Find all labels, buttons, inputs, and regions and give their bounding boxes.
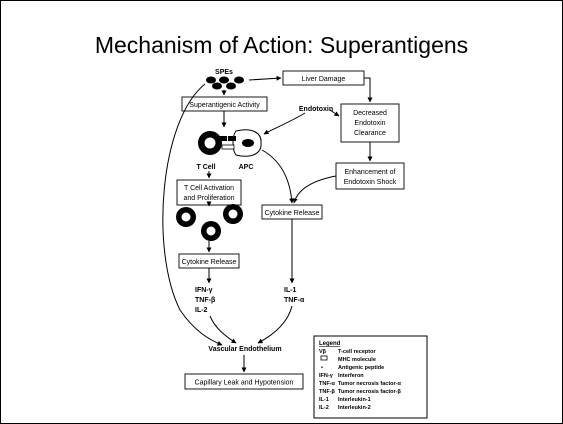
cytokine-release-left-label: Cytokine Release <box>182 259 237 266</box>
t-cell-label: T Cell <box>196 164 215 171</box>
legend-text-6: Tumor necrosis factor-β <box>338 389 401 395</box>
tnf-alpha-label: TNF-α <box>284 297 305 304</box>
legend-text-8: Interleukin-2 <box>338 405 371 411</box>
endotoxin-label: Endotoxin <box>299 106 333 113</box>
connector-arrows <box>162 75 373 373</box>
legend-text-4: Interferon <box>338 373 364 379</box>
proliferating-t-cells-icon <box>176 204 243 241</box>
t-cell-icon <box>198 131 222 155</box>
legend-box <box>313 335 428 419</box>
il-2-label: IL-2 <box>195 307 208 314</box>
decreased-clearance-box <box>340 103 400 143</box>
legend-symbol-5: TNF-α <box>319 381 336 387</box>
slide-title: Mechanism of Action: Superantigens <box>94 32 469 58</box>
superantigen-bridge-icon <box>220 136 236 150</box>
legend-symbol-3: • <box>321 365 323 371</box>
spes-molecules-icon <box>206 76 244 90</box>
legend-symbol-6: TNF-β <box>319 389 336 395</box>
capillary-leak-label: Capillary Leak and Hypotension <box>195 380 294 387</box>
il-1-label: IL-1 <box>284 287 297 294</box>
enhancement-line-2: Endotoxin Shock <box>344 179 397 186</box>
legend-symbol-8: IL-2 <box>319 405 329 411</box>
legend-text-7: Interleukin-1 <box>338 397 371 403</box>
legend-text-3: Antigenic peptide <box>338 365 384 371</box>
cytokine-release-right-label: Cytokine Release <box>265 210 320 217</box>
spes-label: SPEs <box>215 69 233 76</box>
t-cell-activation-line-2: and Proliferation <box>184 195 235 202</box>
enhancement-box <box>335 162 405 190</box>
legend-text-5: Tumor necrosis factor-α <box>338 381 401 387</box>
mhc-molecule-icon <box>320 355 328 361</box>
decreased-clearance-line-1: Decreased <box>353 110 387 117</box>
decreased-clearance-line-2: Endotoxin <box>354 120 385 127</box>
ifn-gamma-label: IFN-γ <box>195 287 213 294</box>
legend-text-2: MHC molecule <box>338 357 376 363</box>
t-cell-activation-line-1: T Cell Activation <box>184 185 234 192</box>
legend-text-1: T-cell receptor <box>338 349 376 355</box>
legend-symbol-1: Vβ <box>319 349 327 355</box>
apc-label: APC <box>239 164 254 171</box>
tnf-beta-label: TNF-β <box>195 297 216 304</box>
enhancement-line-1: Enhancement of <box>345 169 396 176</box>
legend-symbol-7: IL-1 <box>319 397 329 403</box>
legend: Legend Vβ T-cell receptor MHC molecule •… <box>313 335 428 419</box>
capillary-leak-box <box>184 373 304 390</box>
decreased-clearance-line-3: Clearance <box>354 130 386 137</box>
superantigenic-activity-label: Superantigenic Activity <box>189 102 260 109</box>
legend-title: Legend <box>319 341 341 347</box>
apc-icon <box>232 129 262 157</box>
vascular-endothelium-label: Vascular Endothelium <box>208 346 281 353</box>
legend-symbol-4: IFN-γ <box>319 373 334 379</box>
liver-damage-label: Liver Damage <box>302 76 346 83</box>
